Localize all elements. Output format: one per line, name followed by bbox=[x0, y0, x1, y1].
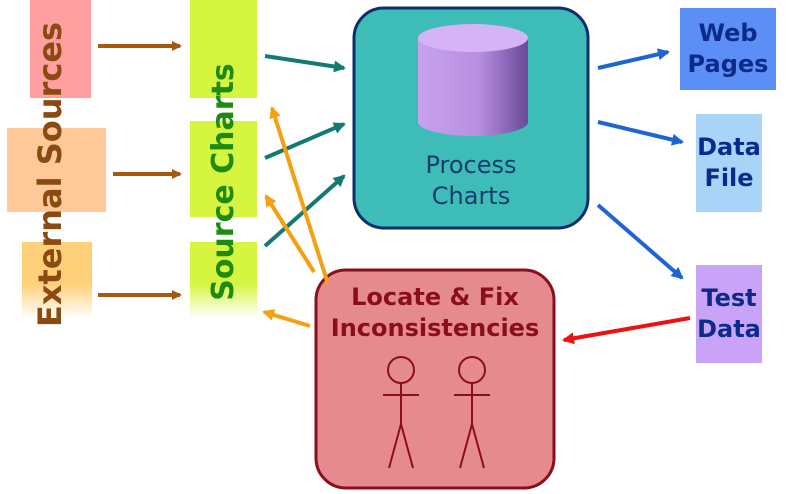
process-label-line1: Process bbox=[425, 151, 517, 179]
output-web-pages: Web Pages bbox=[680, 8, 776, 90]
fix-label-line2: Inconsistencies bbox=[330, 314, 540, 342]
output-web-line1: Web bbox=[698, 19, 758, 47]
person-icon bbox=[454, 356, 490, 469]
arrow-process-to-datafile bbox=[597, 120, 684, 146]
database-cylinder-icon bbox=[418, 24, 528, 136]
fix-box bbox=[314, 268, 556, 490]
output-testdata-line1: Test bbox=[701, 284, 757, 312]
fix-label-line1: Locate & Fix bbox=[351, 283, 519, 311]
output-testdata-line2: Data bbox=[697, 315, 761, 343]
output-web-line2: Pages bbox=[687, 50, 769, 78]
source-chart-block-1 bbox=[190, 0, 257, 98]
arrow-process-to-testdata bbox=[596, 203, 684, 280]
output-datafile-line1: Data bbox=[697, 133, 761, 161]
arrow-fix-to-chart2 bbox=[264, 194, 316, 274]
output-test-data: Test Data bbox=[696, 265, 762, 363]
process-label: Process Charts bbox=[354, 150, 588, 212]
external-source-block-1 bbox=[30, 0, 91, 98]
external-source-block-3 bbox=[22, 242, 92, 318]
source-chart-block-3 bbox=[190, 242, 257, 318]
output-data-file: Data File bbox=[696, 114, 762, 212]
source-chart-block-2 bbox=[190, 121, 257, 217]
external-source-block-2 bbox=[7, 128, 106, 212]
person-icon bbox=[383, 356, 419, 469]
arrow-chart1-to-process bbox=[264, 54, 346, 73]
arrow-testdata-to-fix bbox=[562, 316, 691, 345]
output-datafile-line2: File bbox=[704, 164, 754, 192]
arrow-process-to-web bbox=[597, 48, 670, 70]
fix-label: Locate & Fix Inconsistencies bbox=[316, 282, 554, 344]
arrow-fix-to-chart3 bbox=[262, 309, 311, 328]
process-label-line2: Charts bbox=[431, 182, 511, 210]
arrow-chart2-to-process bbox=[264, 122, 346, 160]
arrow-fix-to-chart1 bbox=[269, 106, 330, 285]
